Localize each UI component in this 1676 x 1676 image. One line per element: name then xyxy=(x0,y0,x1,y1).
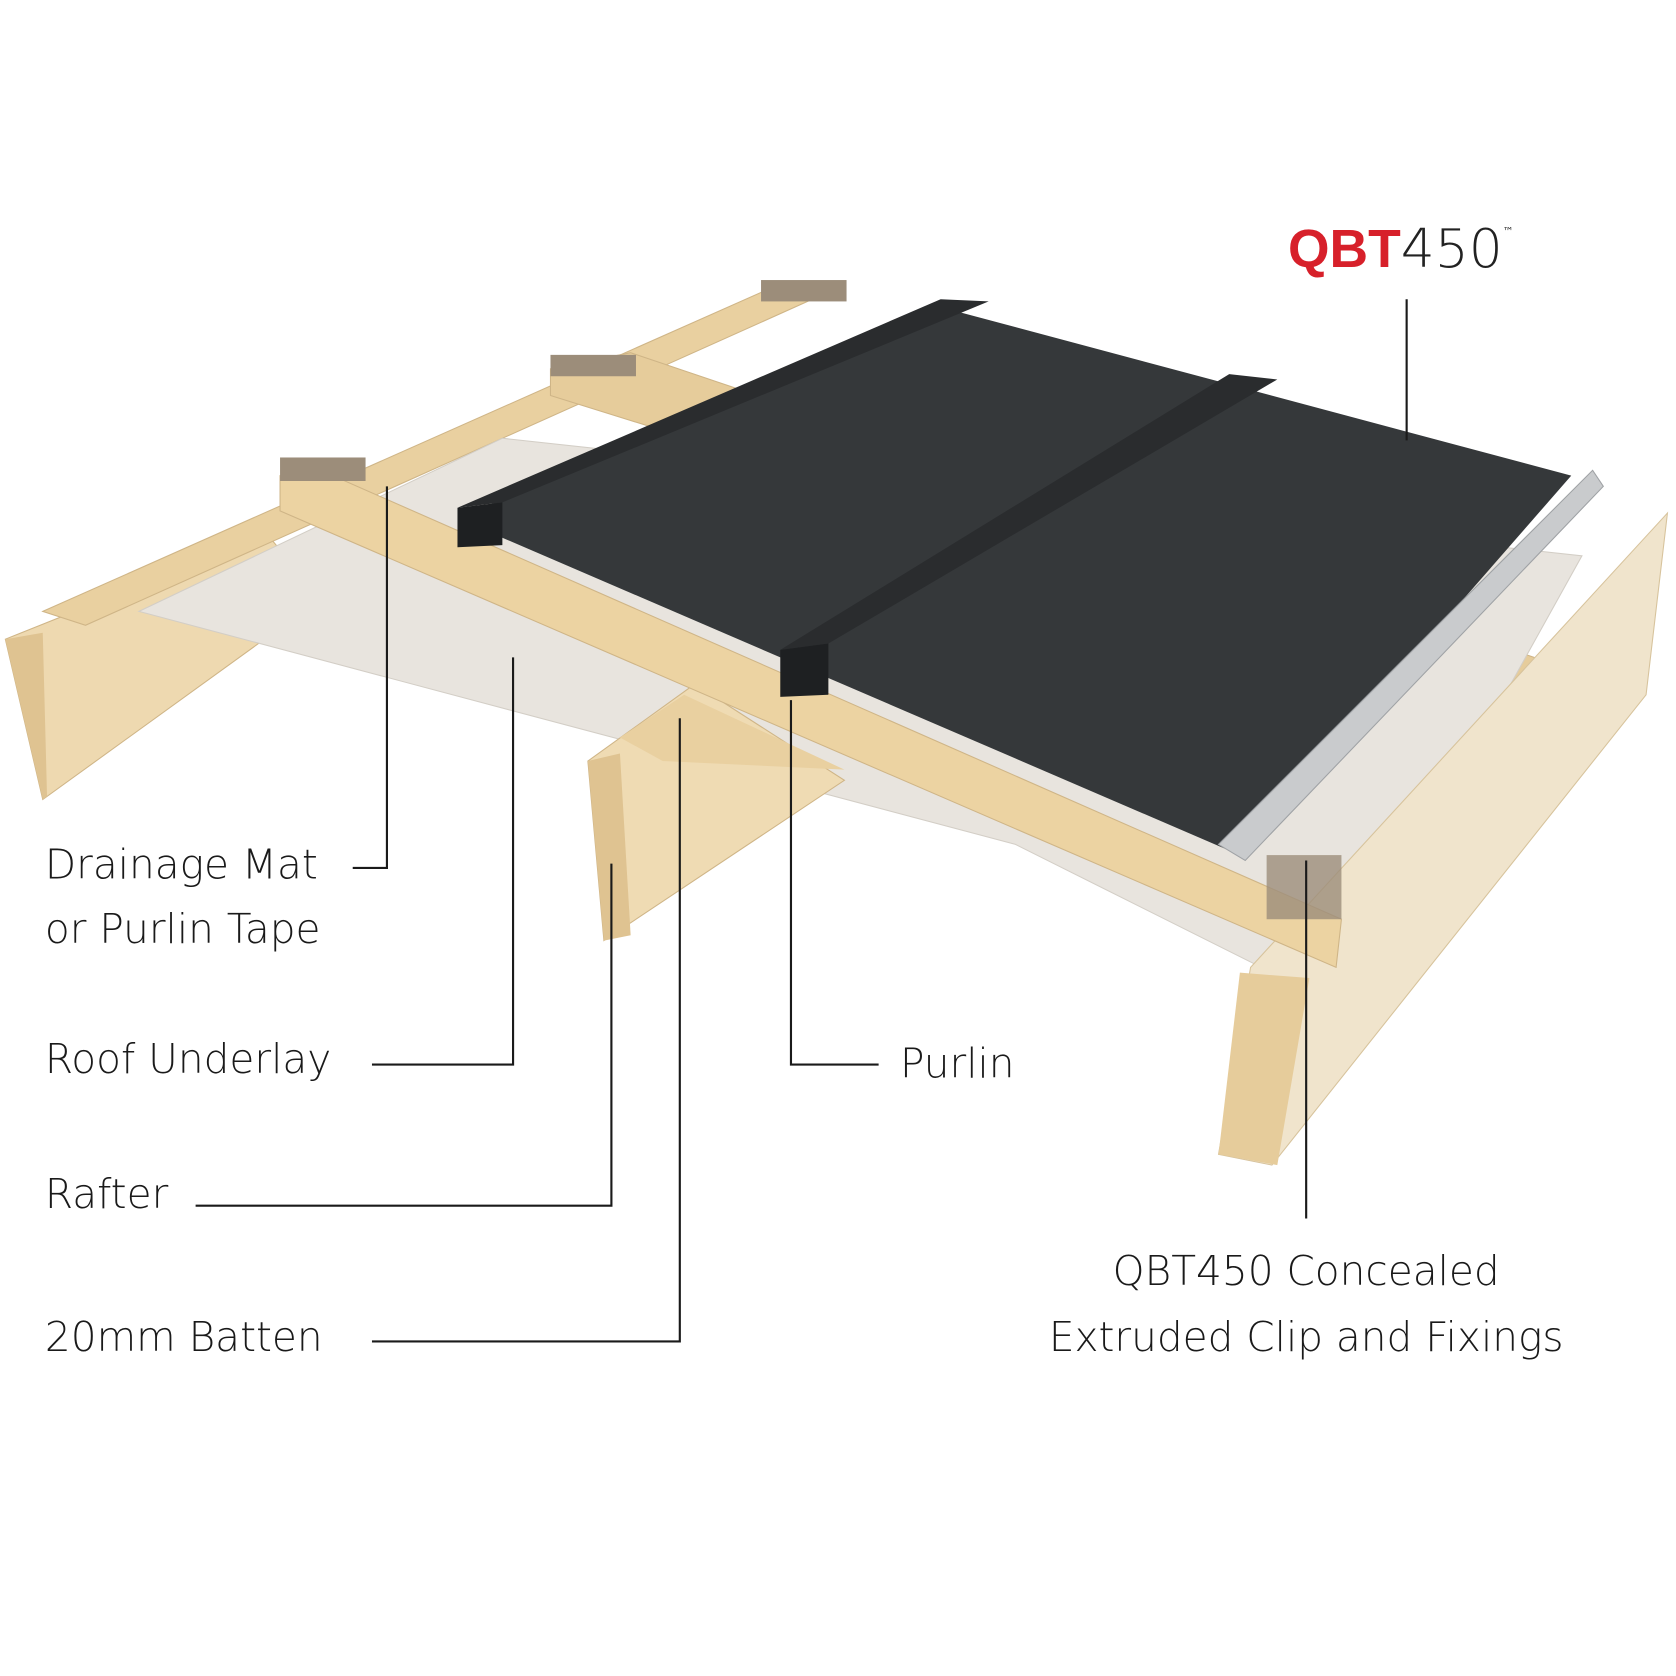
concealed-clip xyxy=(1217,469,1604,862)
label-purlin-tape: or Purlin Tape xyxy=(45,905,321,953)
roof-sheet-rib-1 xyxy=(457,299,989,508)
drainage-mat-patch xyxy=(280,457,366,481)
leader-roof-underlay xyxy=(371,657,515,1066)
leader-lines xyxy=(195,299,1408,1343)
roof-sheet xyxy=(457,309,1572,856)
leader-batten xyxy=(371,718,681,1343)
roof-sheet-rib-2 xyxy=(780,374,1278,650)
label-clip-line1: QBT450 Concealed xyxy=(1113,1247,1500,1295)
label-drainage-mat: Drainage Mat xyxy=(45,841,318,889)
label-batten: 20mm Batten xyxy=(45,1313,323,1361)
label-purlin: Purlin xyxy=(900,1039,1015,1087)
logo-trademark: ™ xyxy=(1503,225,1514,238)
roof-illustration xyxy=(4,280,1669,1166)
qbt450-logo: QBT450™ xyxy=(1288,217,1513,280)
label-clip-line2: Extruded Clip and Fixings xyxy=(1049,1313,1564,1361)
leader-drainage-mat xyxy=(352,486,389,869)
label-rafter: Rafter xyxy=(45,1170,169,1218)
svg-text:QBT450™: QBT450™ xyxy=(1288,217,1513,280)
logo-number: 450 xyxy=(1401,217,1503,280)
leader-rafter xyxy=(195,863,613,1207)
label-roof-underlay: Roof Underlay xyxy=(45,1035,331,1083)
logo-brand: QBT xyxy=(1288,220,1401,279)
leader-purlin xyxy=(789,700,879,1066)
